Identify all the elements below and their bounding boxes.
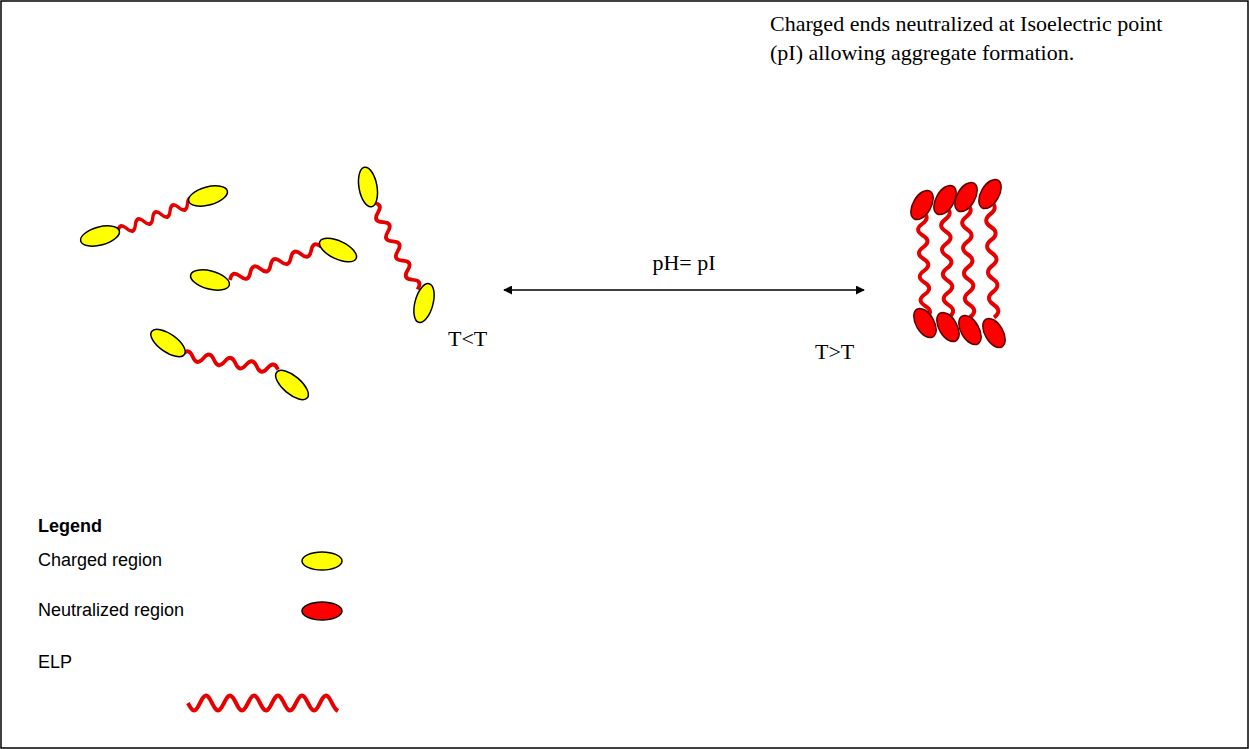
legend-row: ELP: [38, 652, 398, 692]
legend-swatch: [298, 598, 346, 624]
legend-row: Charged region: [38, 550, 398, 590]
free-elp-chains: [116, 196, 421, 374]
free-elp-group: T<T: [60, 165, 500, 400]
legend-text: Neutralized region: [38, 600, 184, 620]
aggregate-caption: Charged ends neutralized at Isoelectric …: [770, 10, 1190, 67]
charged-ends: [78, 166, 438, 405]
edge-label: pH= pI: [649, 250, 718, 276]
legend-heading: Legend: [38, 516, 102, 537]
neutralized-ends: [906, 176, 1010, 352]
temperature-label: T<T: [448, 325, 487, 354]
legend-row: Neutralized region: [38, 600, 398, 640]
elp-sample: [188, 696, 338, 711]
temperature-label: T>T: [815, 338, 854, 367]
legend-text: Charged region: [38, 550, 162, 570]
aggregate-chains: [918, 201, 999, 318]
legend-swatch: [302, 552, 342, 570]
legend-swatch: [302, 602, 342, 620]
legend-text: ELP: [38, 652, 72, 672]
legend-swatch: [298, 548, 346, 574]
elp-sample: [183, 688, 353, 718]
double-arrow: [504, 289, 864, 291]
elp-aggregate: Charged ends neutralized at Isoelectric …: [868, 180, 1018, 352]
